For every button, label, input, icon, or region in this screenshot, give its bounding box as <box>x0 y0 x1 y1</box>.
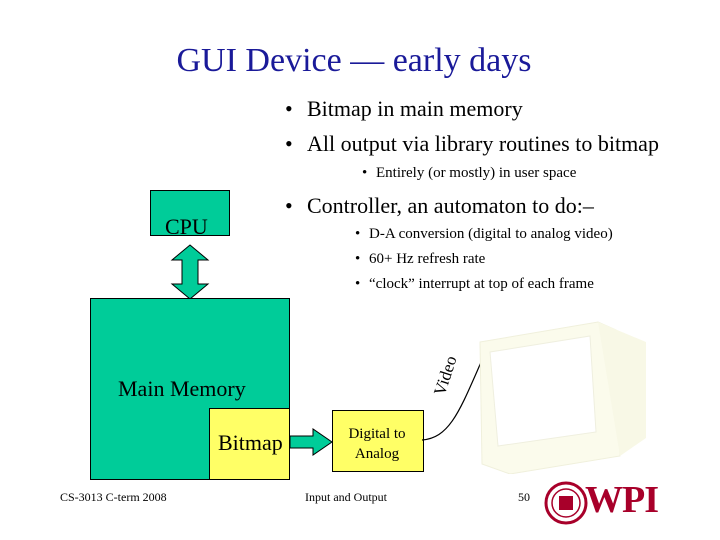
bullet-text: Entirely (or mostly) in user space <box>376 165 576 181</box>
controller-item-interrupt: •“clock” interrupt at top of each frame <box>355 276 594 293</box>
cpu-label: CPU <box>165 214 208 240</box>
bullet-text: “clock” interrupt at top of each frame <box>369 276 594 292</box>
wpi-logo-text: WPI <box>585 478 658 522</box>
page-number: 50 <box>518 490 530 505</box>
bullet-text: Controller, an automaton to do:– <box>307 193 594 218</box>
monitor-icon <box>470 318 650 474</box>
dac-label: Digital to Analog <box>332 424 422 464</box>
sub-bullet-user-space: •Entirely (or mostly) in user space <box>362 165 576 182</box>
footer-topic: Input and Output <box>305 490 387 505</box>
bullet-output-routines: •All output via library routines to bitm… <box>285 131 659 157</box>
bullet-text: All output via library routines to bitma… <box>307 131 659 156</box>
cpu-memory-bus-arrow <box>170 244 210 300</box>
slide-title: GUI Device — early days <box>0 42 708 80</box>
controller-item-dac: •D-A conversion (digital to analog video… <box>355 226 613 243</box>
dac-label-line1: Digital to <box>332 424 422 444</box>
bitmap-to-dac-arrow <box>289 428 333 456</box>
bullet-bitmap-in-memory: •Bitmap in main memory <box>285 96 523 122</box>
dac-label-line2: Analog <box>332 444 422 464</box>
bitmap-label: Bitmap <box>218 430 283 456</box>
bullet-text: Bitmap in main memory <box>307 96 523 121</box>
controller-item-refresh: •60+ Hz refresh rate <box>355 251 485 268</box>
footer-course: CS-3013 C-term 2008 <box>60 490 167 505</box>
main-memory-label: Main Memory <box>118 376 246 402</box>
bullet-controller: •Controller, an automaton to do:– <box>285 193 594 219</box>
bullet-text: D-A conversion (digital to analog video) <box>369 226 613 242</box>
bullet-text: 60+ Hz refresh rate <box>369 251 485 267</box>
